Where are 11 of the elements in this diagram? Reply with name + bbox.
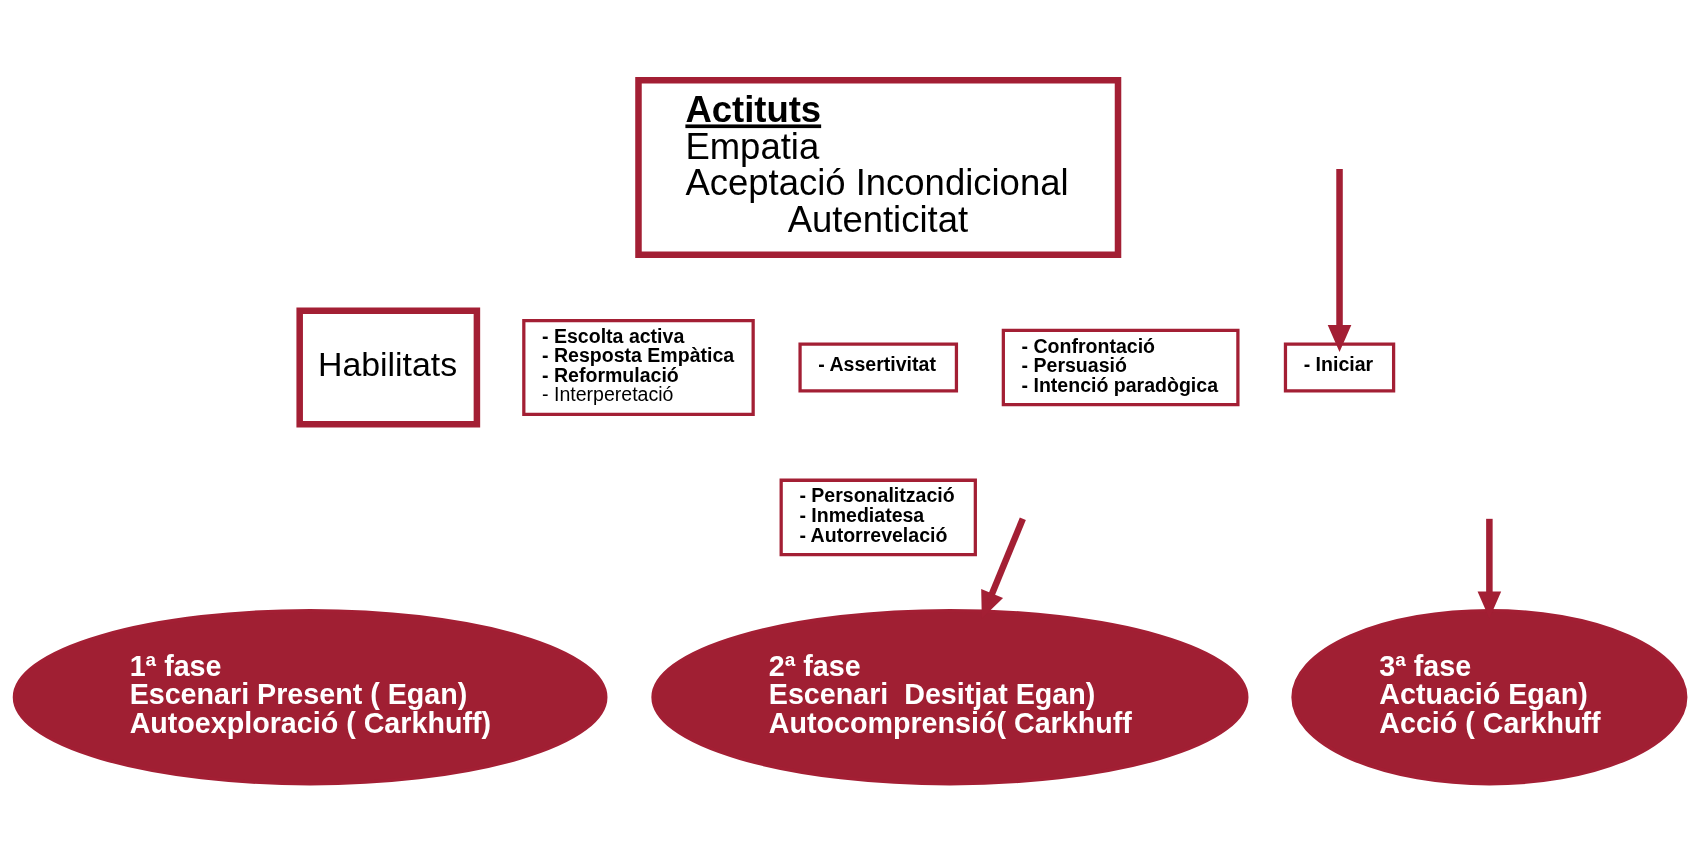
node-box: - Iniciar <box>1283 342 1396 393</box>
node-box: - Escolta activa - Resposta Empàtica - Reformulació - Interperetació <box>522 319 755 417</box>
node-box: - Assertivitat <box>798 342 959 393</box>
node-ellipse: 1ª fase Escenari Present ( Egan) Autoexploració ( Carkhuff) <box>12 608 608 786</box>
node-box: Actituts Empatia Aceptació Incondicional Autenticitat <box>635 76 1122 259</box>
node-box: - Personalització - Inmediatesa - Autorrevelació <box>779 478 977 557</box>
node-box: Habilitats <box>296 307 481 428</box>
node-ellipse: 3ª fase Actuació Egan) Acció ( Carkhuff <box>1291 608 1688 786</box>
node-ellipse: 2ª fase Escenari Desitjat Egan) Autocomprensió( Carkhuff <box>651 608 1249 786</box>
arrow <box>1327 168 1352 352</box>
node-box: - Confrontació - Persuasió - Intenció paradògica <box>1001 328 1240 407</box>
